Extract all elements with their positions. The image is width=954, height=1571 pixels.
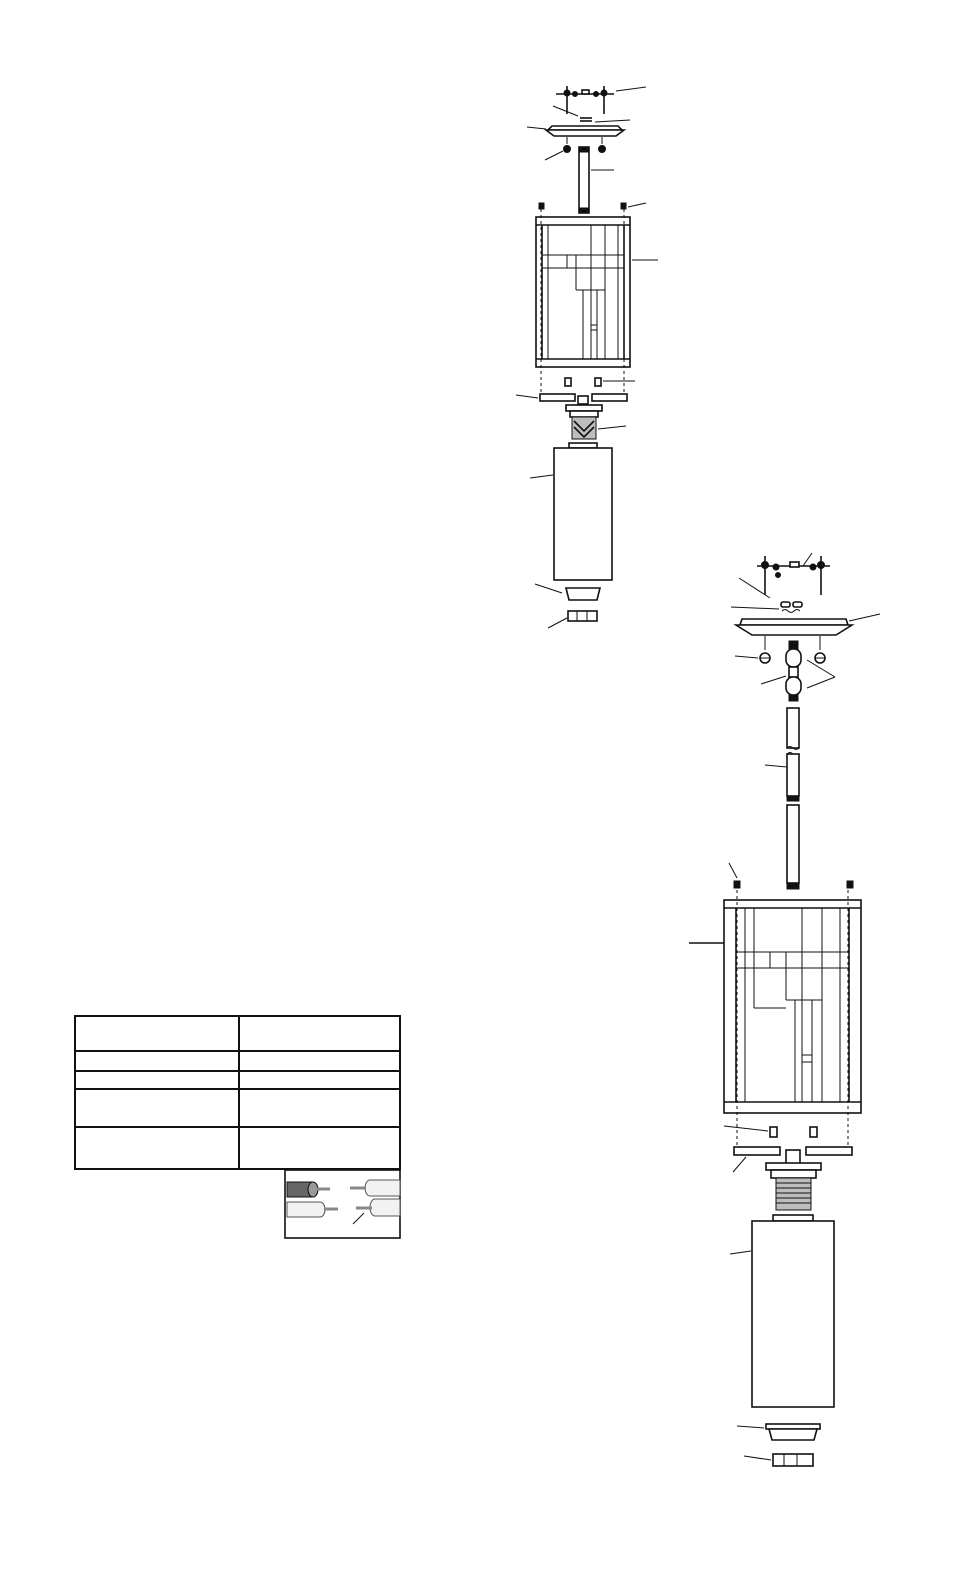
top-screws-2	[733, 880, 854, 889]
canopy-nuts	[563, 137, 606, 153]
alignment-guides-2	[736, 890, 849, 1150]
canopy-2	[733, 618, 855, 636]
glass-cylinder	[553, 442, 613, 581]
frame-screws-2	[769, 1126, 818, 1138]
fixture-diagram-1	[515, 86, 658, 629]
canopy-nuts-2	[759, 636, 826, 664]
crossbar-2	[733, 1146, 853, 1165]
glass-cylinder-2	[751, 1214, 835, 1408]
shade-frame-2	[723, 899, 862, 1114]
wire-nuts-2	[780, 601, 803, 613]
crossbar	[539, 393, 628, 405]
wire-nuts	[580, 117, 592, 122]
callout-leaders-2	[689, 552, 881, 1461]
shade-frame	[535, 216, 631, 368]
alignment-guides	[540, 209, 625, 400]
callout-leaders	[515, 86, 658, 629]
fixture-diagram-2	[689, 552, 881, 1467]
wiring-table	[74, 1015, 401, 1170]
frame-screws	[564, 377, 602, 387]
stem-pipe	[578, 146, 590, 214]
stem-pipes-2	[786, 707, 800, 890]
bottom-fitter-2	[765, 1423, 821, 1467]
canopy	[543, 125, 627, 137]
loop-and-chain	[785, 640, 802, 702]
socket	[565, 404, 603, 440]
mounting-strap	[556, 86, 614, 114]
socket-2	[765, 1162, 822, 1211]
bottom-fitter	[564, 587, 602, 622]
wire-identification-inset	[284, 1169, 401, 1239]
mounting-strap-2	[757, 556, 830, 595]
